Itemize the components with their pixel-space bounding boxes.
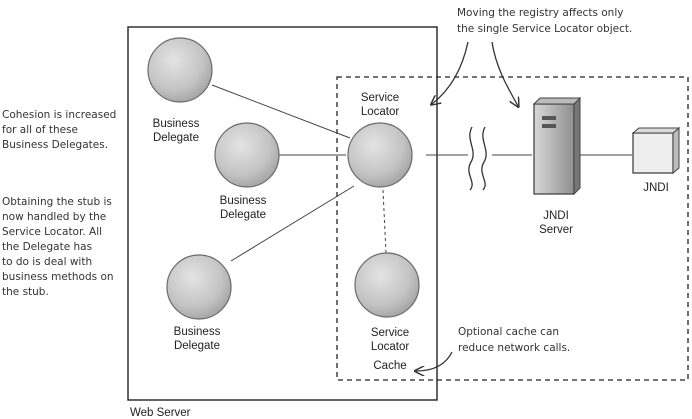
- service-locator-label-line1: Service: [361, 92, 399, 104]
- jndi-registry-icon: [631, 126, 681, 175]
- business-delegate-1-label-line1: Business: [153, 118, 200, 130]
- business-delegate-node-3: [166, 254, 232, 320]
- registry-note-line1: Moving the registry affects only: [457, 7, 623, 19]
- network-break-icon: [468, 126, 474, 191]
- service-locator-label-line2: Locator: [361, 106, 400, 118]
- cohesion-note: Cohesion is increased for all of these B…: [2, 109, 116, 151]
- link-delegate3-locator: [230, 185, 355, 262]
- stub-note: Obtaining the stub is now handled by the…: [2, 196, 114, 298]
- web-server-box: [127, 26, 438, 401]
- jndi-server-label-line1: JNDI: [543, 210, 569, 222]
- business-delegate-3-label-line1: Business: [174, 326, 221, 338]
- jndi-label: JNDI: [643, 182, 669, 194]
- service-locator-cache-node: [354, 252, 420, 318]
- registry-note-line2: the single Service Locator object.: [457, 23, 632, 35]
- business-delegate-3-label-line2: Delegate: [174, 340, 220, 352]
- web-server-label: Web Server: [130, 407, 191, 419]
- cache-note-line1: Optional cache can: [458, 326, 559, 338]
- stub-note-line2: now handled by the: [2, 211, 106, 223]
- jndi-server-icon: [532, 96, 582, 196]
- cache-note-line2: reduce network calls.: [458, 342, 570, 354]
- stub-note-line5: to do is deal with: [2, 256, 92, 268]
- link-locator-cache: [382, 189, 387, 254]
- stub-note-line7: the stub.: [2, 286, 49, 298]
- cache-note: Optional cache can reduce network calls.: [458, 326, 570, 354]
- stub-note-line3: Service Locator. All: [2, 226, 102, 238]
- cohesion-note-line1: Cohesion is increased: [2, 109, 116, 121]
- registry-note: Moving the registry affects only the sin…: [457, 7, 632, 35]
- cohesion-note-line3: Business Delegates.: [2, 139, 108, 151]
- registry-arrow-to-jndi-server: [491, 41, 518, 106]
- jndi-server-label-line2: Server: [539, 224, 573, 236]
- stub-note-line6: business methods on: [2, 271, 114, 283]
- cache-note-arrow: [416, 351, 453, 371]
- stub-note-line4: the Delegate has: [2, 241, 92, 253]
- cache-label: Cache: [373, 360, 406, 372]
- service-locator-cache-label-line1: Service: [371, 327, 409, 339]
- stub-note-line1: Obtaining the stub is: [2, 196, 112, 208]
- service-locator-cache-label-line2: Locator: [371, 341, 410, 353]
- service-locator-node: [347, 122, 413, 188]
- service-locator-boundary: [336, 76, 689, 381]
- business-delegate-2-label-line2: Delegate: [220, 209, 266, 221]
- business-delegate-node-1: [147, 37, 213, 103]
- business-delegate-2-label-line1: Business: [220, 195, 267, 207]
- business-delegate-node-2: [214, 122, 280, 188]
- cohesion-note-line2: for all of these: [2, 124, 78, 136]
- business-delegate-1-label-line2: Delegate: [153, 132, 199, 144]
- link-delegate1-locator: [211, 84, 351, 139]
- network-break-icon: [481, 126, 487, 191]
- registry-arrow-to-locator: [432, 41, 469, 104]
